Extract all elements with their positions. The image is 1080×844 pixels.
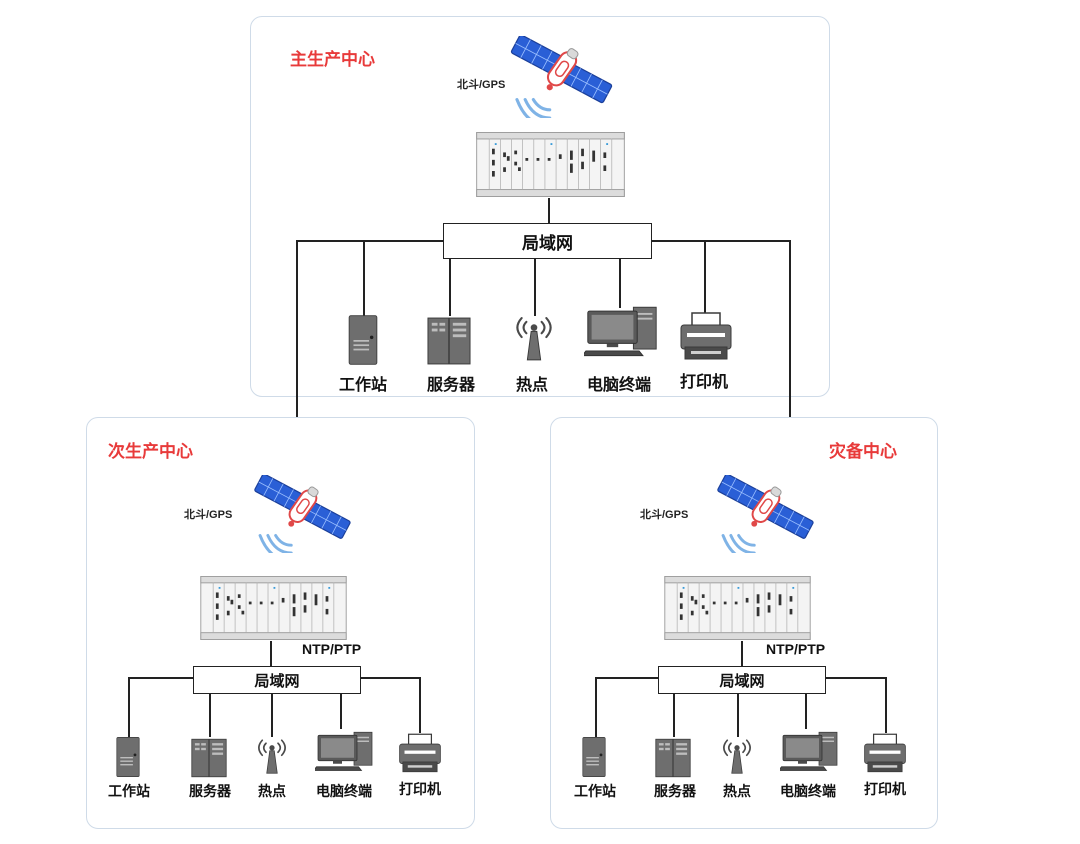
gps-label: 北斗/GPS xyxy=(184,509,233,521)
hotspot-icon xyxy=(722,735,752,777)
printer-icon xyxy=(863,732,907,774)
gps-label: 北斗/GPS xyxy=(457,79,506,91)
computer-terminal-icon xyxy=(584,300,660,362)
printer-icon xyxy=(398,732,442,774)
device-label: 工作站 xyxy=(338,377,388,394)
device-label: 热点 xyxy=(723,783,751,799)
connector-line xyxy=(296,240,298,418)
connector-line xyxy=(595,677,597,737)
device-label: 打印机 xyxy=(679,374,729,391)
lan-box: 局域网 xyxy=(658,666,826,694)
time-server-rack-icon xyxy=(197,576,350,640)
connector-line xyxy=(419,677,421,733)
device-label: 工作站 xyxy=(108,783,150,799)
connector-line xyxy=(805,693,807,729)
connector-line xyxy=(449,258,451,316)
connector-line xyxy=(363,241,365,317)
connector-line xyxy=(595,677,659,679)
device-label: 服务器 xyxy=(189,783,231,799)
server-icon xyxy=(191,738,227,778)
lan-box: 局域网 xyxy=(193,666,361,694)
hotspot-icon xyxy=(515,313,553,363)
device-label: 服务器 xyxy=(426,377,476,394)
device-label: 服务器 xyxy=(654,783,696,799)
device-label: 打印机 xyxy=(864,781,906,797)
connector-line xyxy=(360,677,420,679)
workstation-icon xyxy=(345,314,381,366)
main-center-title: 主生产中心 xyxy=(290,50,375,69)
connector-line xyxy=(825,677,886,679)
satellite-icon xyxy=(714,475,814,553)
device-label: 热点 xyxy=(515,377,549,394)
device-label: 电脑终端 xyxy=(780,783,836,799)
computer-terminal-icon xyxy=(315,726,375,776)
connector-line xyxy=(548,198,550,224)
lan-box: 局域网 xyxy=(443,223,652,259)
connector-line xyxy=(271,693,273,737)
device-label: 电脑终端 xyxy=(316,783,372,799)
disaster-recovery-title: 灾备中心 xyxy=(829,442,897,461)
connector-line xyxy=(651,240,791,242)
connector-line xyxy=(737,693,739,737)
device-label: 工作站 xyxy=(574,783,616,799)
workstation-icon xyxy=(580,736,608,778)
satellite-icon xyxy=(251,475,351,553)
satellite-icon xyxy=(505,36,615,118)
connector-line xyxy=(128,677,194,679)
connector-line xyxy=(704,241,706,313)
device-label: 打印机 xyxy=(399,781,441,797)
connector-line xyxy=(340,693,342,729)
connector-line xyxy=(741,641,743,667)
connector-line xyxy=(270,641,272,667)
server-icon xyxy=(655,738,691,778)
connector-line xyxy=(534,258,536,316)
time-server-rack-icon xyxy=(471,132,630,197)
computer-terminal-icon xyxy=(780,726,840,776)
server-icon xyxy=(427,316,471,366)
device-label: 电脑终端 xyxy=(586,377,652,394)
protocol-label: NTP/PTP xyxy=(302,641,362,657)
connector-line xyxy=(619,258,621,308)
connector-line xyxy=(885,677,887,733)
protocol-label: NTP/PTP xyxy=(766,641,826,657)
gps-label: 北斗/GPS xyxy=(640,509,689,521)
workstation-icon xyxy=(114,736,142,778)
connector-line xyxy=(296,240,444,242)
hotspot-icon xyxy=(257,735,287,777)
device-label: 热点 xyxy=(258,783,286,799)
connector-line xyxy=(209,693,211,737)
connector-line xyxy=(673,693,675,737)
main-center-panel xyxy=(250,16,830,397)
connector-line xyxy=(789,240,791,418)
connector-line xyxy=(128,677,130,737)
time-server-rack-icon xyxy=(661,576,814,640)
printer-icon xyxy=(678,311,734,361)
secondary-center-title: 次生产中心 xyxy=(108,442,193,461)
